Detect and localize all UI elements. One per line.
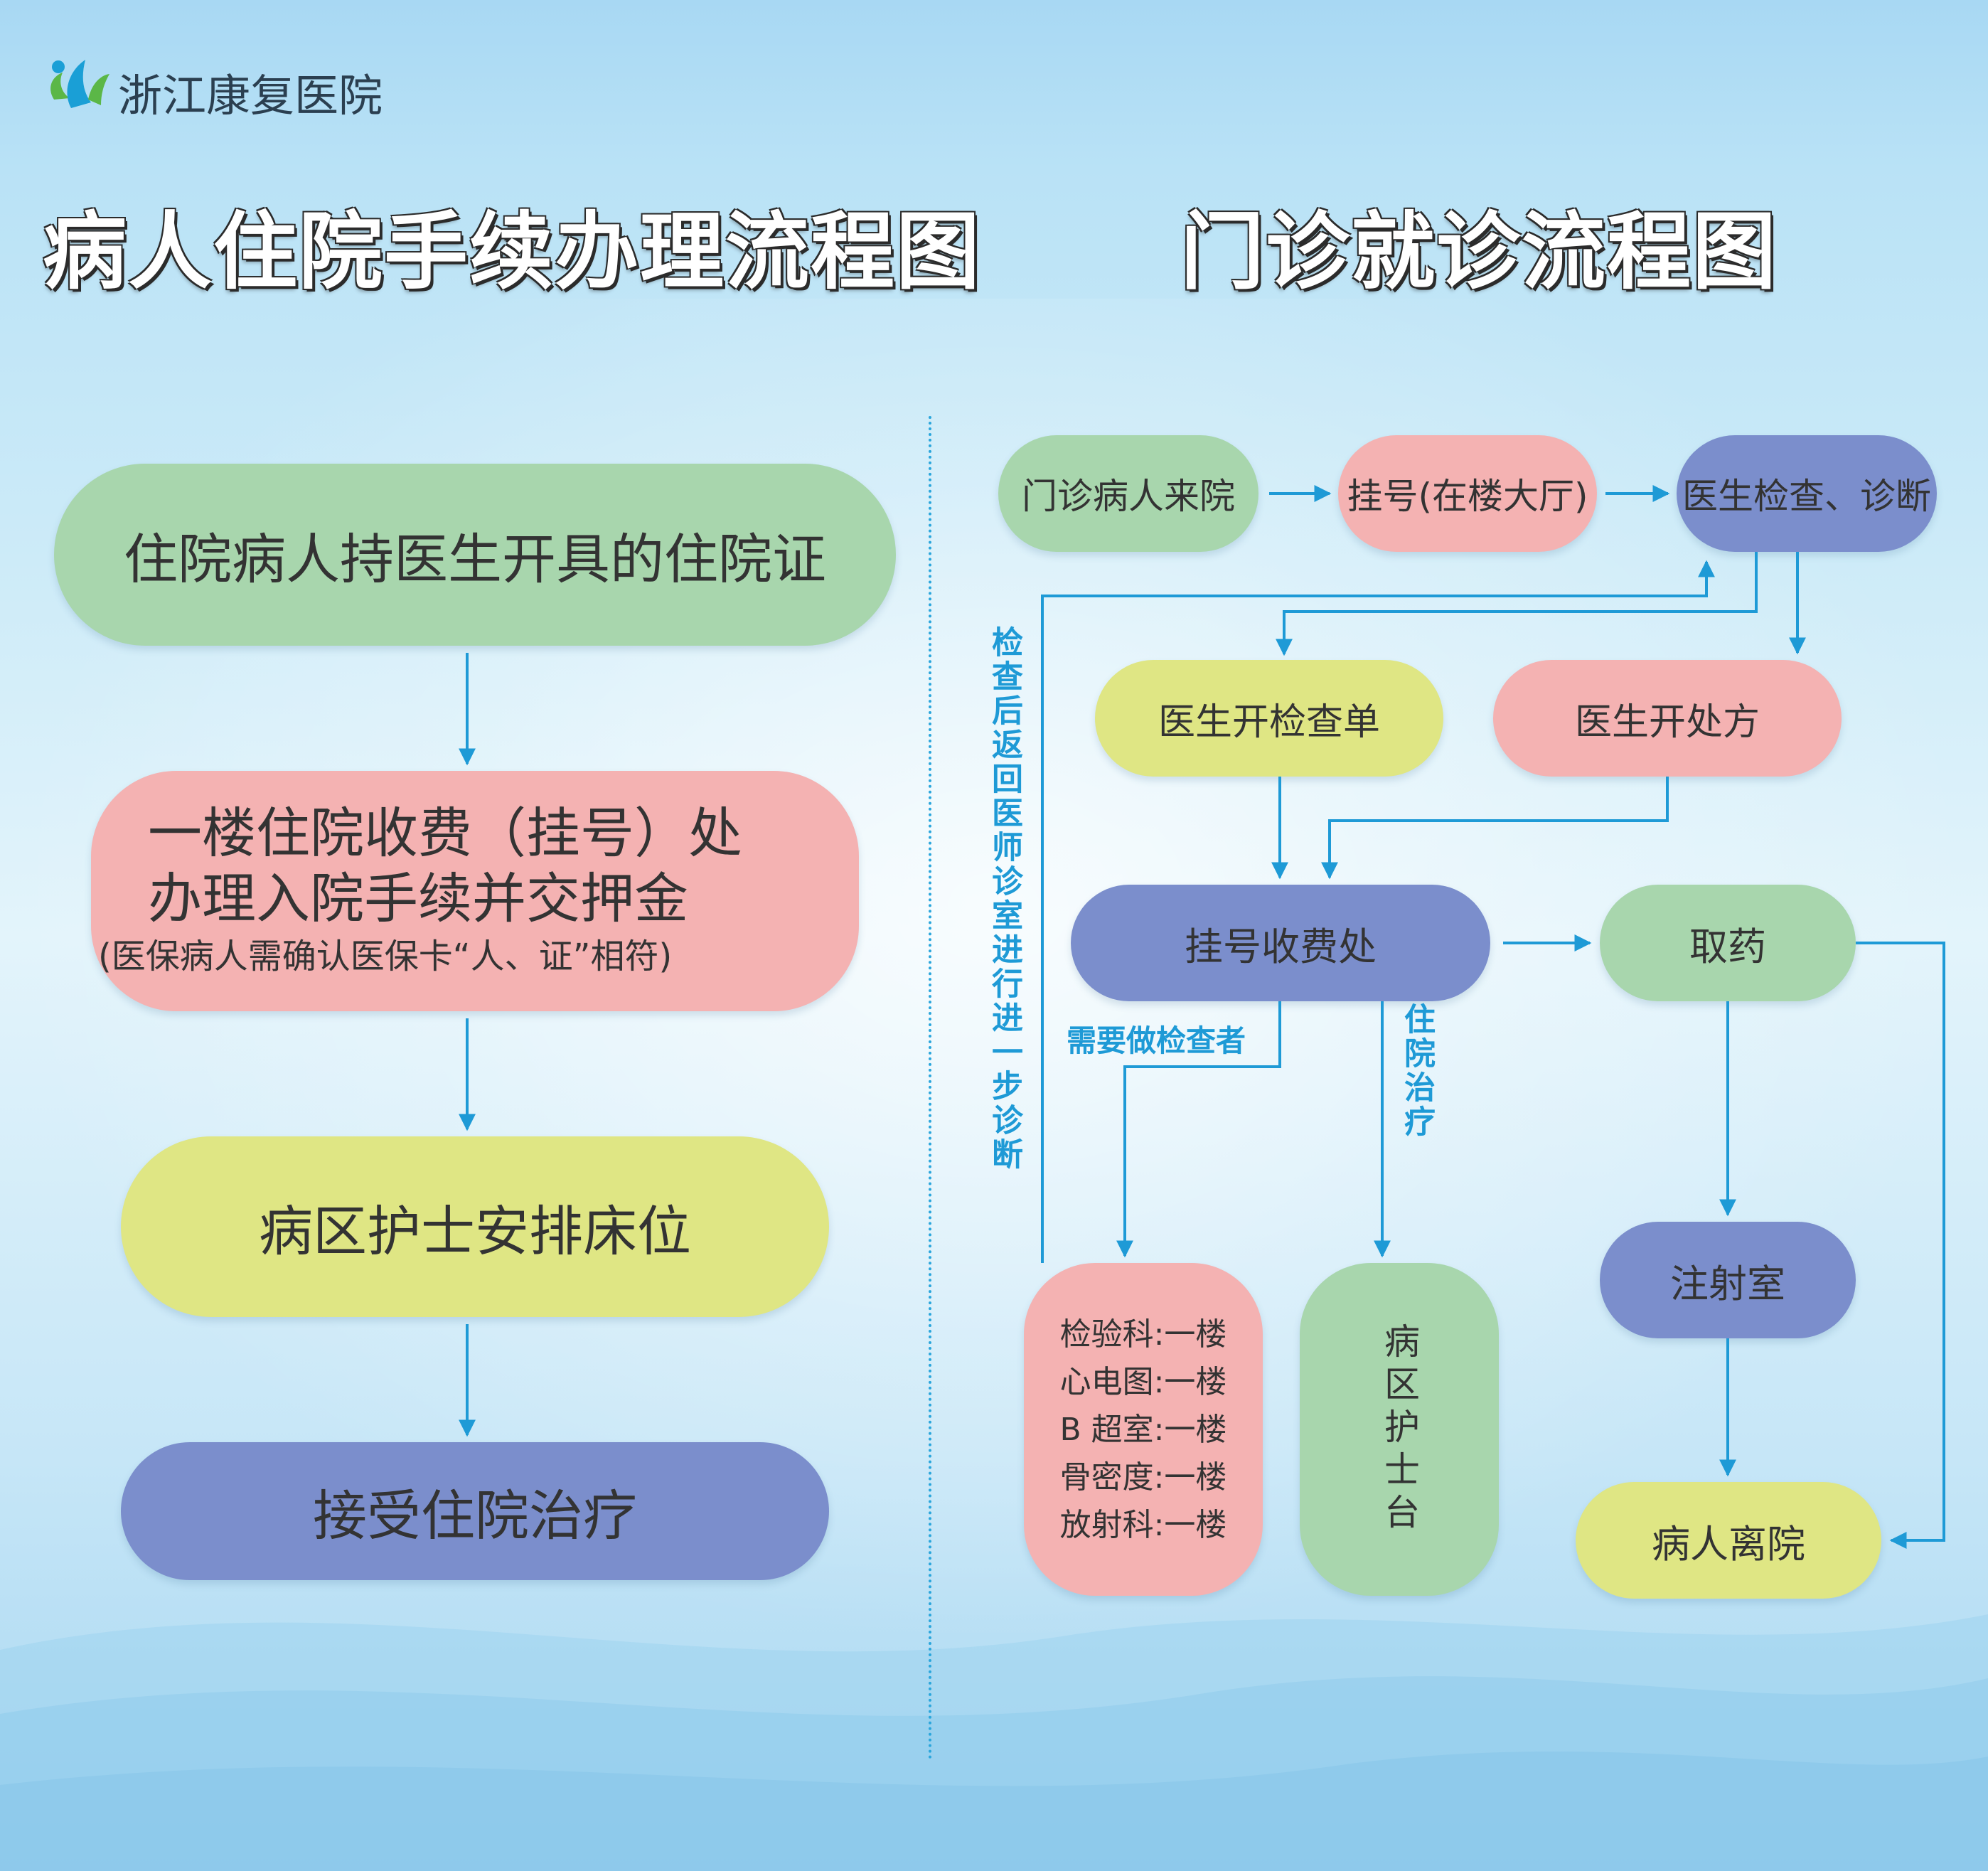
outpatient-leave-label: 病人离院	[1652, 1521, 1805, 1567]
outpatient-injection-node: 注射室	[1600, 1222, 1856, 1338]
inpatient-step-admission-cert: 住院病人持医生开具的住院证	[54, 464, 896, 646]
outpatient-exam-label: 医生检查、诊断	[1682, 476, 1931, 517]
hospital-logo: 浙江康复医院	[41, 50, 390, 128]
outpatient-leave-node: 病人离院	[1576, 1482, 1881, 1599]
center-divider	[929, 416, 931, 1760]
outpatient-pharmacy-label: 取药	[1689, 924, 1766, 969]
outpatient-ward-desk-label: 病区护士台	[1379, 1323, 1420, 1536]
outpatient-pharmacy-node: 取药	[1600, 885, 1856, 1001]
need-tests-label: 需要做检查者	[1067, 1023, 1246, 1058]
inpatient-step-registration-line2: 办理入院手续并交押金	[148, 867, 688, 930]
department-item: 放射科:一楼	[1059, 1506, 1227, 1543]
background-waves	[0, 1614, 1988, 1871]
hospital-name: 浙江康复医院	[118, 70, 383, 122]
inpatient-flow-title: 病人住院手续办理流程图	[43, 203, 982, 301]
outpatient-order-tests-label: 医生开检查单	[1158, 700, 1380, 744]
outpatient-prescribe-node: 医生开处方	[1493, 660, 1842, 777]
department-item: B 超室:一楼	[1059, 1411, 1227, 1448]
inpatient-step-treatment-label: 接受住院治疗	[313, 1484, 637, 1547]
outpatient-register-node: 挂号(在楼大厅)	[1338, 435, 1597, 552]
inpatient-step-bed-assignment-label: 病区护士安排床位	[259, 1200, 691, 1263]
outpatient-exam-node: 医生检查、诊断	[1677, 435, 1937, 552]
return-after-tests-label: 检查后返回医师诊室进行进一步诊断	[986, 626, 1022, 1172]
inpatient-step-registration-line1: 一楼住院收费（挂号）处	[148, 801, 742, 865]
outpatient-ward-desk-node: 病区护士台	[1300, 1263, 1499, 1596]
inpatient-step-admission-cert-label: 住院病人持医生开具的住院证	[124, 528, 826, 591]
inpatient-treatment-label: 住院治疗	[1399, 1003, 1435, 1139]
department-item: 骨密度:一楼	[1059, 1459, 1227, 1496]
outpatient-arrive-node: 门诊病人来院	[998, 435, 1258, 552]
inpatient-step-registration: 一楼住院收费（挂号）处 办理入院手续并交押金 (医保病人需确认医保卡“人、证”相…	[91, 771, 859, 1011]
inpatient-step-treatment: 接受住院治疗	[121, 1442, 829, 1580]
outpatient-cashier-label: 挂号收费处	[1185, 924, 1377, 969]
department-item: 心电图:一楼	[1059, 1363, 1227, 1400]
department-item: 检验科:一楼	[1059, 1316, 1227, 1353]
outpatient-departments-node: 检验科:一楼 心电图:一楼 B 超室:一楼 骨密度:一楼 放射科:一楼	[1024, 1263, 1263, 1596]
outpatient-injection-label: 注射室	[1670, 1261, 1785, 1306]
outpatient-register-label: 挂号(在楼大厅)	[1347, 476, 1588, 517]
outpatient-arrive-label: 门诊病人来院	[1022, 476, 1235, 517]
inpatient-step-bed-assignment: 病区护士安排床位	[121, 1136, 829, 1317]
hospital-logo-icon	[50, 60, 109, 108]
inpatient-step-registration-note: (医保病人需确认医保卡“人、证”相符)	[98, 937, 673, 976]
outpatient-order-tests-node: 医生开检查单	[1095, 660, 1443, 777]
outpatient-flow-title: 门诊就诊流程图	[1180, 203, 1778, 301]
outpatient-cashier-node: 挂号收费处	[1071, 885, 1490, 1001]
outpatient-prescribe-label: 医生开处方	[1574, 700, 1760, 744]
